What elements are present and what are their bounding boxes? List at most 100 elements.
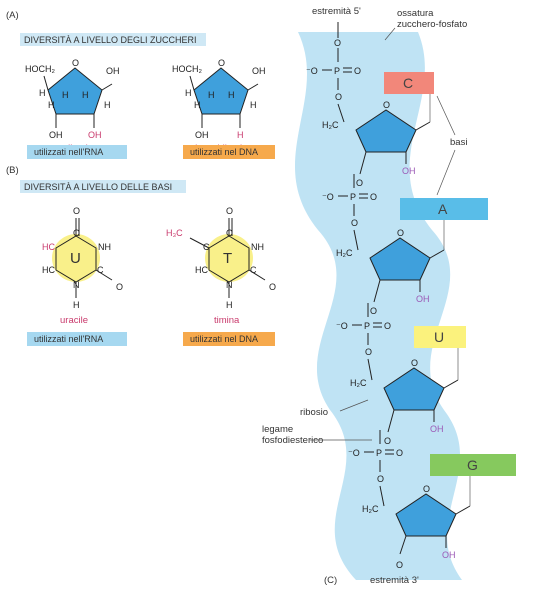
svg-text:H: H [226, 300, 233, 310]
ribose-pointer-label: ribosio [300, 407, 328, 418]
svg-text:O: O [73, 206, 80, 216]
phosphate-p: P [376, 448, 382, 458]
link-o: O [370, 306, 377, 316]
ribose-ch2: HOCH₂ [25, 64, 55, 74]
phosphate-o-double: O [384, 321, 391, 331]
link-o: O [356, 178, 363, 188]
uracil-letter: U [70, 250, 81, 267]
svg-text:HC: HC [42, 265, 55, 275]
thymine-ch3: H₃C [166, 228, 183, 238]
section-b-letter: (B) [6, 165, 19, 176]
svg-text:HC: HC [195, 265, 208, 275]
svg-text:H: H [194, 100, 201, 110]
end-5-o: O [334, 38, 341, 48]
phosphate-p: P [334, 66, 340, 76]
phosphate-o-minus: ⁻O [348, 448, 360, 458]
bases-label: basi [450, 137, 467, 148]
svg-text:N: N [73, 280, 80, 290]
base-box-G [430, 454, 516, 476]
deoxyribose-structure: HOCH₂ O OH H H H H H OH H [172, 58, 266, 140]
svg-text:H: H [104, 100, 111, 110]
phosphate-o-double: O [370, 192, 377, 202]
deoxyribose-h-bottom: H [237, 130, 244, 140]
link-o: O [384, 436, 391, 446]
sugar-ring [369, 237, 431, 281]
sugar-ring [395, 493, 457, 537]
svg-text:H: H [73, 300, 80, 310]
svg-text:C: C [203, 242, 210, 252]
svg-text:OH: OH [252, 66, 266, 76]
ch2-bond [379, 485, 385, 507]
section-b-title-bar [20, 180, 186, 193]
svg-text:N: N [226, 280, 233, 290]
base-connector [443, 379, 459, 389]
ribose-oh-right: OH [106, 66, 120, 76]
svg-text:H: H [39, 88, 46, 98]
svg-text:H: H [48, 100, 55, 110]
deoxyribose-use: utilizzati nel DNA [190, 147, 258, 157]
svg-text:H: H [250, 100, 257, 110]
section-a-title-bar [20, 33, 206, 46]
ribose-use: utilizzati nell'RNA [34, 147, 103, 157]
sugar-oh: OH [430, 424, 444, 434]
svg-text:H: H [62, 90, 69, 100]
base-connector [429, 249, 445, 259]
svg-text:H: H [208, 90, 215, 100]
thymine-name: timina [214, 315, 240, 326]
base-box-A [400, 198, 488, 220]
sugar-ring [355, 109, 417, 153]
phosphate-o-lower: O [377, 474, 384, 484]
base-box-U [414, 326, 466, 348]
sugar-oh: OH [416, 294, 430, 304]
sugar-ring-o: O [397, 228, 404, 238]
base-letter-U: U [434, 329, 444, 345]
ch2-bond [353, 229, 359, 251]
svg-text:O: O [218, 58, 225, 68]
phosphate-o-lower: O [365, 347, 372, 357]
svg-text:OH: OH [195, 130, 209, 140]
ribose-oh-bottom-right: OH [88, 130, 102, 140]
uracil-name: uracile [60, 315, 88, 326]
ribose-oh-bottom-left: OH [49, 130, 63, 140]
section-c-letter: (C) [324, 575, 337, 586]
base-connector [415, 121, 431, 131]
phosphate-o-minus: ⁻O [322, 192, 334, 202]
ribose-ring-o: O [72, 58, 79, 68]
svg-text:H: H [82, 90, 89, 100]
phosphate-o-lower: O [351, 218, 358, 228]
phosphate-p: P [350, 192, 356, 202]
svg-text:H: H [228, 90, 235, 100]
sugar-ring-o: O [411, 358, 418, 368]
svg-text:H: H [185, 88, 192, 98]
svg-text:NH: NH [251, 242, 264, 252]
svg-text:C: C [73, 228, 80, 238]
thymine-structure: O C NH H₃C C HC C O N H T [166, 206, 276, 310]
svg-text:C: C [226, 228, 233, 238]
section-a-letter: (A) [6, 10, 19, 21]
sugar-ch2: H₂C [350, 378, 367, 388]
section-b-title: DIVERSITÀ A LIVELLO DELLE BASI [24, 182, 172, 192]
deoxyribose-dna-tag [183, 145, 275, 159]
sugar-ch2: H₂C [322, 120, 339, 130]
end-3-label: estremità 3' [370, 575, 419, 586]
base-connector [455, 505, 471, 515]
phosphate-o-lower: O [335, 92, 342, 102]
deoxyribose-ch2: HOCH₂ [172, 64, 202, 74]
svg-text:C: C [250, 265, 257, 275]
phosphate-o-double: O [396, 448, 403, 458]
phosphate-o-double: O [354, 66, 361, 76]
sugar-ring-o: O [423, 484, 430, 494]
ribose-rna-tag [27, 145, 127, 159]
sugar-ring [383, 367, 445, 411]
svg-text:O: O [269, 282, 276, 292]
end-5-label: estremità 5' [312, 6, 361, 17]
sugar-3-bond [387, 409, 395, 433]
svg-text:O: O [226, 206, 233, 216]
uracil-structure: O C NH HC HC C O N H U [42, 206, 123, 310]
base-letter-C: C [403, 75, 413, 91]
